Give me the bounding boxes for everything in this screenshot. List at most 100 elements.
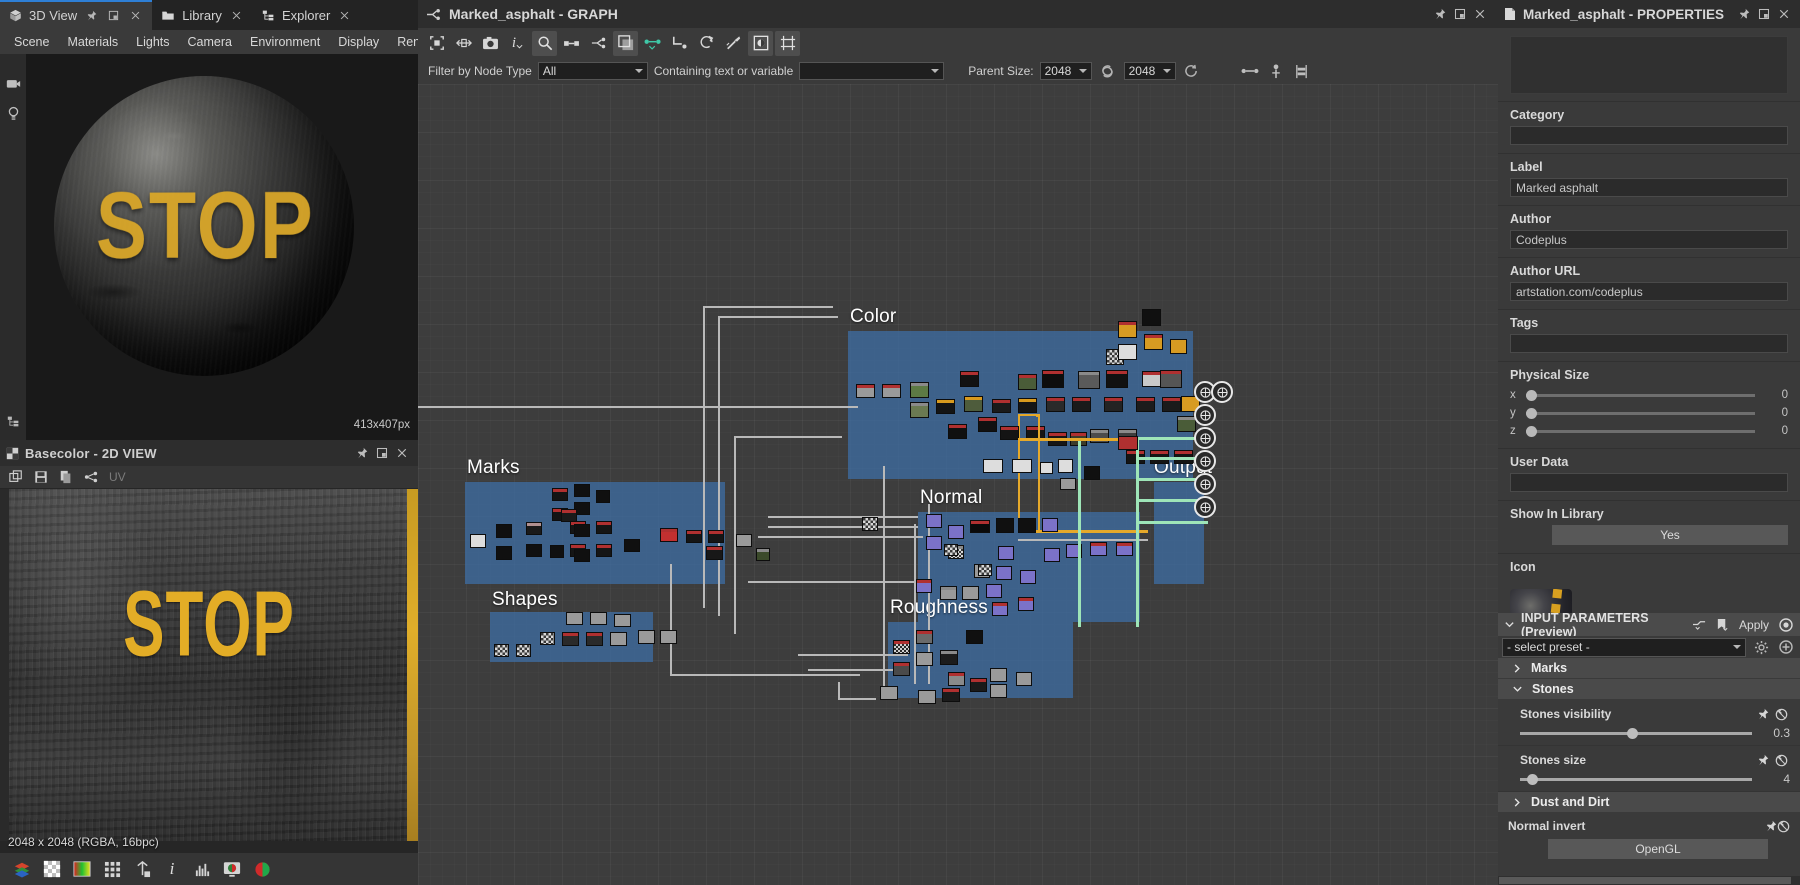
duplicate-icon[interactable]: [5, 467, 27, 487]
menu-lights[interactable]: Lights: [136, 35, 170, 49]
slider-knob[interactable]: [1526, 389, 1537, 401]
graph-node[interactable]: [918, 690, 936, 704]
link-chain-icon[interactable]: [1240, 61, 1260, 81]
graph-node[interactable]: [970, 678, 987, 692]
graph-node[interactable]: [1177, 416, 1196, 432]
graph-node[interactable]: [990, 684, 1007, 698]
physical-size-y-slider[interactable]: [1526, 407, 1755, 419]
tools-icon[interactable]: [721, 31, 746, 56]
graph-node[interactable]: [470, 534, 486, 548]
graph-node[interactable]: [540, 632, 555, 645]
graph-node[interactable]: [596, 490, 610, 503]
graph-node[interactable]: [596, 521, 612, 534]
graph-node[interactable]: [516, 644, 531, 657]
graph-node[interactable]: [960, 371, 979, 387]
graph-node[interactable]: [590, 612, 607, 625]
graph-node[interactable]: [1144, 334, 1163, 350]
graph-node[interactable]: [940, 586, 957, 600]
link-sizes-icon[interactable]: [1098, 61, 1118, 81]
light-tool-icon[interactable]: [0, 98, 26, 128]
graph-node[interactable]: [964, 396, 983, 412]
graph-node[interactable]: [978, 417, 997, 432]
physical-size-x-row[interactable]: x 0: [1510, 386, 1788, 404]
slider-knob[interactable]: [1526, 407, 1537, 419]
param-group-marks[interactable]: Marks: [1498, 658, 1800, 679]
graph-node[interactable]: [916, 652, 933, 666]
slider-knob[interactable]: [1626, 727, 1638, 739]
user-data-input[interactable]: [1510, 473, 1788, 492]
graph-node[interactable]: [1046, 397, 1065, 412]
graph-node[interactable]: [1018, 374, 1037, 390]
graph-node[interactable]: [910, 382, 929, 398]
menu-environment[interactable]: Environment: [250, 35, 321, 49]
gear-icon[interactable]: [1751, 637, 1771, 657]
graph-node[interactable]: [862, 517, 878, 531]
graph-node[interactable]: [708, 530, 724, 543]
maximize-icon[interactable]: [1450, 4, 1470, 24]
graph-node[interactable]: [1118, 436, 1138, 450]
graph-node[interactable]: [880, 686, 898, 700]
graph-node[interactable]: [1018, 518, 1036, 533]
graph-node[interactable]: [1042, 518, 1058, 532]
graph-node[interactable]: [566, 612, 583, 625]
menu-display[interactable]: Display: [338, 35, 380, 49]
graph-node[interactable]: [550, 545, 564, 558]
graph-node[interactable]: [1040, 462, 1053, 474]
uv-toggle-label[interactable]: UV: [109, 470, 126, 484]
refresh-icon[interactable]: [694, 31, 719, 56]
graph-node[interactable]: [916, 630, 933, 644]
physical-size-y-row[interactable]: y 0: [1510, 404, 1788, 422]
menu-scene[interactable]: Scene: [14, 35, 50, 49]
select-icon[interactable]: [424, 31, 449, 56]
tags-input[interactable]: [1510, 334, 1788, 353]
copy-icon[interactable]: [55, 467, 77, 487]
graph-node[interactable]: [1104, 397, 1123, 412]
param-slider[interactable]: [1520, 773, 1752, 785]
graph-node[interactable]: [561, 509, 577, 522]
graph-node[interactable]: [882, 384, 901, 398]
cut-icon[interactable]: [1691, 615, 1708, 634]
graph-node[interactable]: [610, 632, 627, 646]
preview-icon[interactable]: [748, 30, 773, 56]
graph-node[interactable]: [1078, 371, 1100, 389]
graph-node[interactable]: [624, 539, 640, 552]
graph-node[interactable]: [614, 614, 631, 627]
graph-node[interactable]: [496, 546, 512, 560]
output-node-height[interactable]: [1194, 473, 1216, 495]
graph-node[interactable]: [1142, 309, 1161, 326]
output-node-metallic[interactable]: [1194, 450, 1216, 472]
graph-node[interactable]: [1142, 371, 1161, 387]
pin-icon[interactable]: [1430, 4, 1450, 24]
graph-node[interactable]: [936, 399, 955, 414]
category-input[interactable]: [1510, 126, 1788, 145]
apply-button[interactable]: Apply: [1739, 617, 1770, 632]
graph-node[interactable]: [893, 640, 910, 654]
graph-node[interactable]: [586, 632, 603, 646]
tab-explorer[interactable]: Explorer: [253, 0, 361, 30]
close-icon[interactable]: [128, 10, 143, 21]
save-icon[interactable]: [30, 467, 52, 487]
search-icon[interactable]: [532, 30, 557, 56]
graph-node[interactable]: [1118, 344, 1137, 360]
maximize-icon[interactable]: [372, 443, 392, 463]
preview-toggle-icon[interactable]: [1777, 615, 1794, 634]
graph-node[interactable]: [970, 520, 990, 533]
close-icon[interactable]: [392, 443, 412, 463]
graph-node[interactable]: [706, 546, 723, 560]
frame-output[interactable]: [1154, 482, 1204, 584]
tile-icon[interactable]: [100, 857, 124, 881]
output-node-roughness[interactable]: [1194, 427, 1216, 449]
graph-canvas[interactable]: Color Marks Normal Shapes Roughness Outp…: [418, 84, 1498, 885]
close-icon[interactable]: [337, 10, 352, 21]
3d-viewport[interactable]: STOP 413x407px: [0, 54, 418, 440]
graph-node[interactable]: [1170, 339, 1187, 354]
containing-text-input[interactable]: [799, 62, 945, 80]
info-icon[interactable]: i: [169, 859, 175, 878]
chevron-down-icon[interactable]: [1504, 619, 1515, 630]
graph-node[interactable]: [496, 524, 512, 538]
grid-icon[interactable]: [775, 30, 800, 56]
graph-node[interactable]: [574, 484, 590, 497]
param-group-stones[interactable]: Stones: [1498, 679, 1800, 700]
graph-node[interactable]: [948, 424, 967, 439]
slider-knob[interactable]: [1526, 773, 1538, 785]
